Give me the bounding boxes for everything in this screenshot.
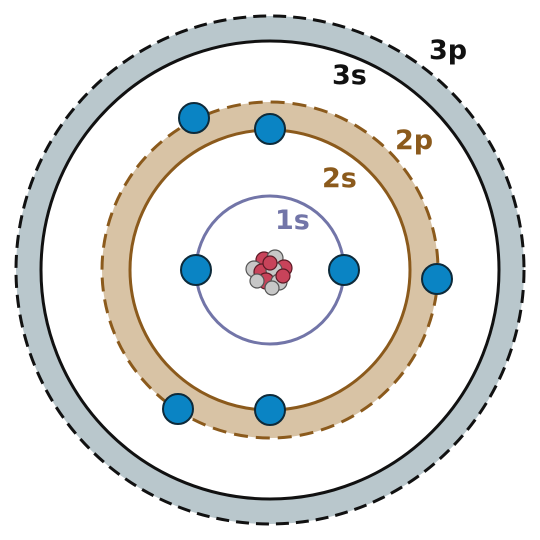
electron xyxy=(178,102,210,134)
shell-label-2s: 2s xyxy=(322,163,357,194)
electron xyxy=(180,254,212,286)
shell-label-2p: 2p xyxy=(395,125,433,156)
neutron xyxy=(249,273,265,289)
shell-3p-band xyxy=(16,16,524,524)
shell-label-3p: 3p xyxy=(429,35,467,66)
electron xyxy=(254,394,286,426)
proton xyxy=(262,255,278,271)
electron xyxy=(421,263,453,295)
electrons xyxy=(162,102,453,426)
neutron xyxy=(264,280,280,296)
electron xyxy=(254,113,286,145)
nucleus xyxy=(245,249,293,296)
shell-3s-ring xyxy=(39,39,501,501)
proton xyxy=(275,268,291,284)
shell-3p-dashed-boundary xyxy=(14,14,526,526)
electron xyxy=(328,254,360,286)
shell-label-1s: 1s xyxy=(275,205,310,236)
shell-label-3s: 3s xyxy=(332,60,367,91)
electron xyxy=(162,393,194,425)
